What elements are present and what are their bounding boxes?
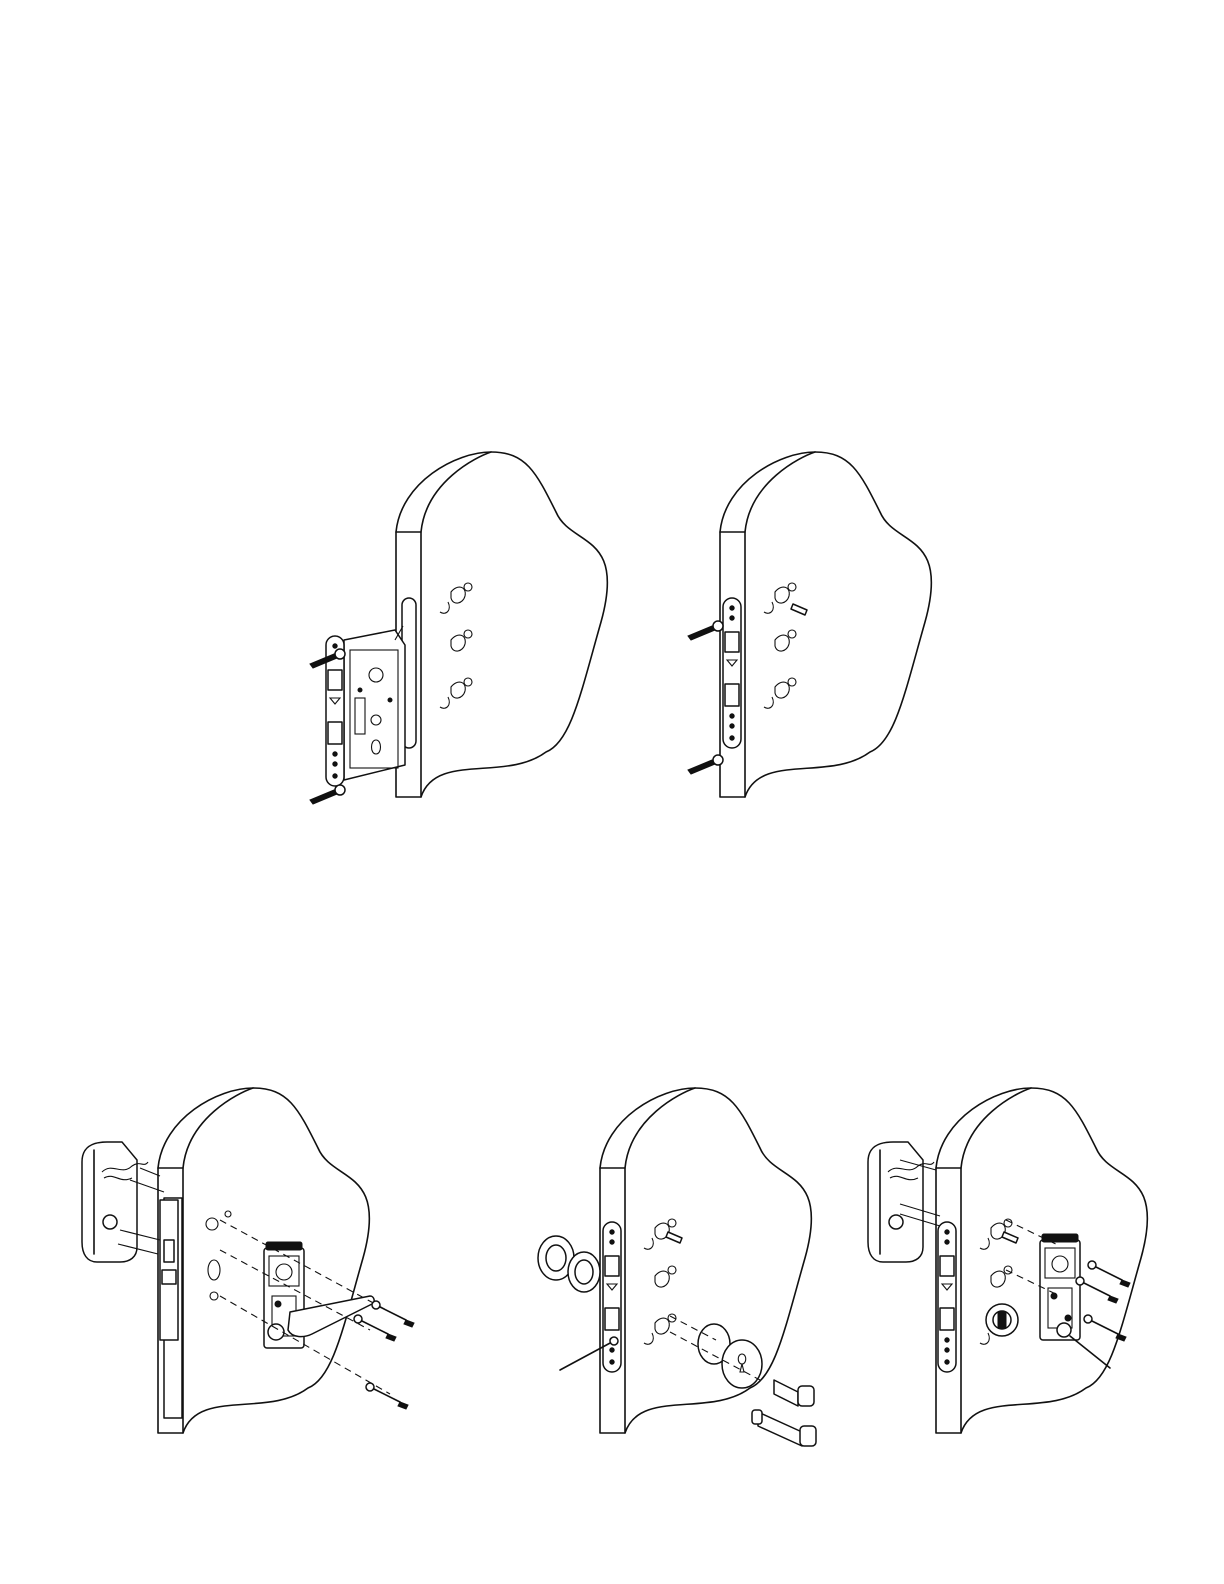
step-mortise-installed [688,452,931,797]
screw-3 [366,1383,408,1409]
rose-rings [538,1236,600,1292]
screw-1 [1088,1261,1130,1287]
screw-2 [1076,1277,1118,1303]
screw-lower [310,785,345,804]
step-install-mortise-lock [310,452,607,804]
escutcheon [698,1324,762,1388]
step-install-interior-handle-set [82,1088,414,1433]
installed-faceplate [723,598,741,748]
mortise-lock-case [344,630,405,780]
faceplate [603,1222,621,1372]
spindle-tab [791,604,807,615]
step-install-thumbturn-assembly [868,1088,1147,1433]
screw-2 [354,1315,396,1341]
screw-lower [688,755,723,774]
screw-3 [1084,1315,1126,1341]
screw-upper [688,621,723,640]
step-install-cylinder-and-escutcheon [538,1088,816,1446]
screw-1 [372,1301,414,1327]
euro-cylinder-1 [774,1380,814,1406]
faceplate [938,1222,956,1372]
euro-cylinder-2 [752,1410,816,1446]
exterior-panel [82,1142,148,1262]
